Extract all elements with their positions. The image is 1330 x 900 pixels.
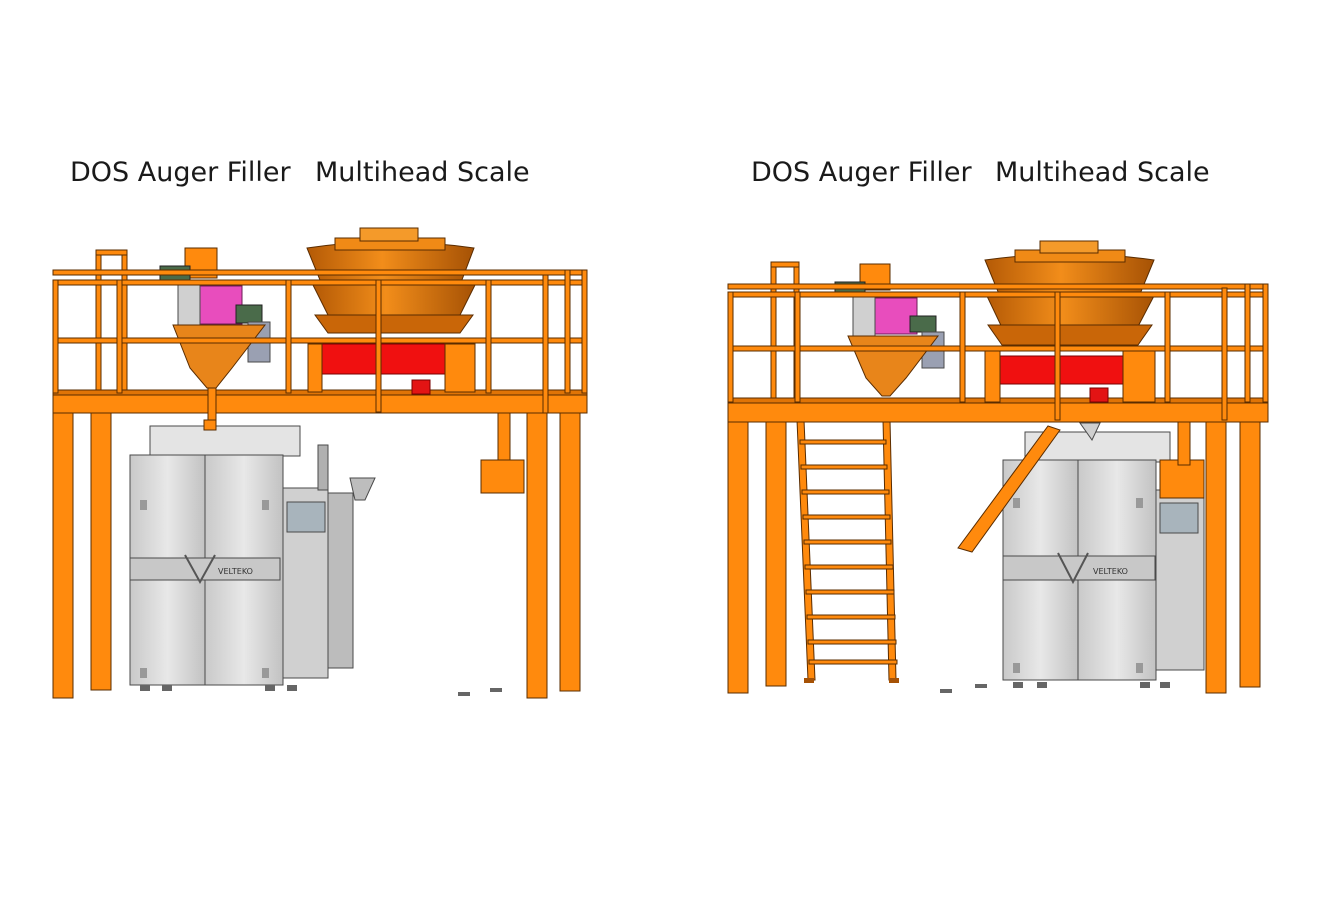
packaging-machine-right: VELTEKO: [957, 422, 1205, 688]
packaging-machine-left: VELTEKO: [129, 425, 376, 691]
platform-legs-left: [52, 412, 581, 699]
right-view: VELTEKO: [727, 240, 1269, 694]
platform-legs-right: [727, 419, 1261, 694]
handrail-left: [52, 269, 588, 414]
machine-brand-left: VELTEKO: [218, 567, 253, 576]
multihead-scale-left: [306, 227, 476, 395]
multihead-scale-right: [984, 240, 1156, 403]
stair-ladder-right: [796, 419, 899, 683]
platform-deck-left: [52, 389, 588, 414]
machine-brand-right: VELTEKO: [1093, 567, 1128, 576]
multihead-scale-label-right: Multihead Scale: [995, 157, 1210, 188]
handrail-right: [727, 283, 1269, 421]
auger-filler-label-right: DOS Auger Filler: [751, 157, 972, 188]
multihead-scale-label-left: Multihead Scale: [315, 157, 530, 188]
auger-filler-label-left: DOS Auger Filler: [70, 157, 291, 188]
left-view: VELTEKO: [52, 227, 588, 699]
